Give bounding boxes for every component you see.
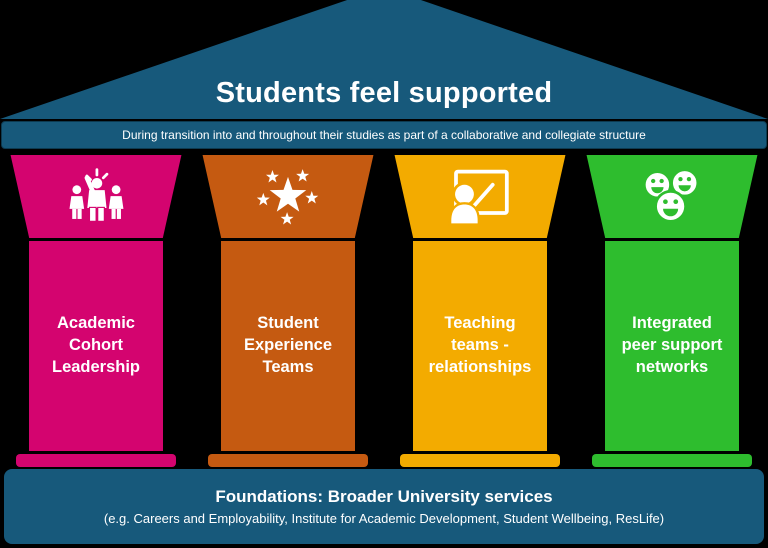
pillar-label: Integrated peer support networks (621, 314, 723, 376)
pillar-label: Student Experience Teams (243, 314, 333, 376)
roof-triangle: Students feel supported (0, 0, 768, 119)
banner-text: During transition into and throughout th… (122, 128, 646, 142)
teacher-whiteboard-icon (448, 169, 509, 226)
leadership-people-icon (69, 167, 124, 222)
pillar-capital (586, 155, 758, 238)
page-title: Students feel supported (215, 77, 553, 109)
pillars-row: Academic Cohort Leadership (0, 155, 768, 467)
smiley-faces-icon (642, 167, 700, 223)
pillar-shaft: Academic Cohort Leadership (29, 241, 163, 451)
pillar-label: Academic Cohort Leadership (51, 314, 141, 376)
pillar-academic-cohort-leadership: Academic Cohort Leadership (0, 155, 192, 467)
pillar-shaft: Teaching teams - relationships (413, 241, 547, 451)
pillar-capital (394, 155, 566, 238)
achievement-stars-icon (256, 168, 319, 225)
pillar-base (592, 454, 752, 467)
pillar-student-experience-teams: Student Experience Teams (192, 155, 384, 467)
pillar-shaft: Integrated peer support networks (605, 241, 739, 451)
pillar-capital (10, 155, 182, 238)
pillar-capital (202, 155, 374, 238)
foundation-title: Foundations: Broader University services (215, 487, 553, 506)
pillar-integrated-peer-support-networks: Integrated peer support networks (576, 155, 768, 467)
banner: During transition into and throughout th… (1, 121, 767, 149)
pillar-base (208, 454, 368, 467)
pillar-shaft: Student Experience Teams (221, 241, 355, 451)
pillar-base (400, 454, 560, 467)
foundation-subtitle: (e.g. Careers and Employability, Institu… (103, 511, 665, 526)
foundation-bar: Foundations: Broader University services… (4, 469, 764, 544)
pillar-base (16, 454, 176, 467)
pillar-label: Teaching teams - relationships (428, 314, 532, 376)
pillar-teaching-teams-relationships: Teaching teams - relationships (384, 155, 576, 467)
